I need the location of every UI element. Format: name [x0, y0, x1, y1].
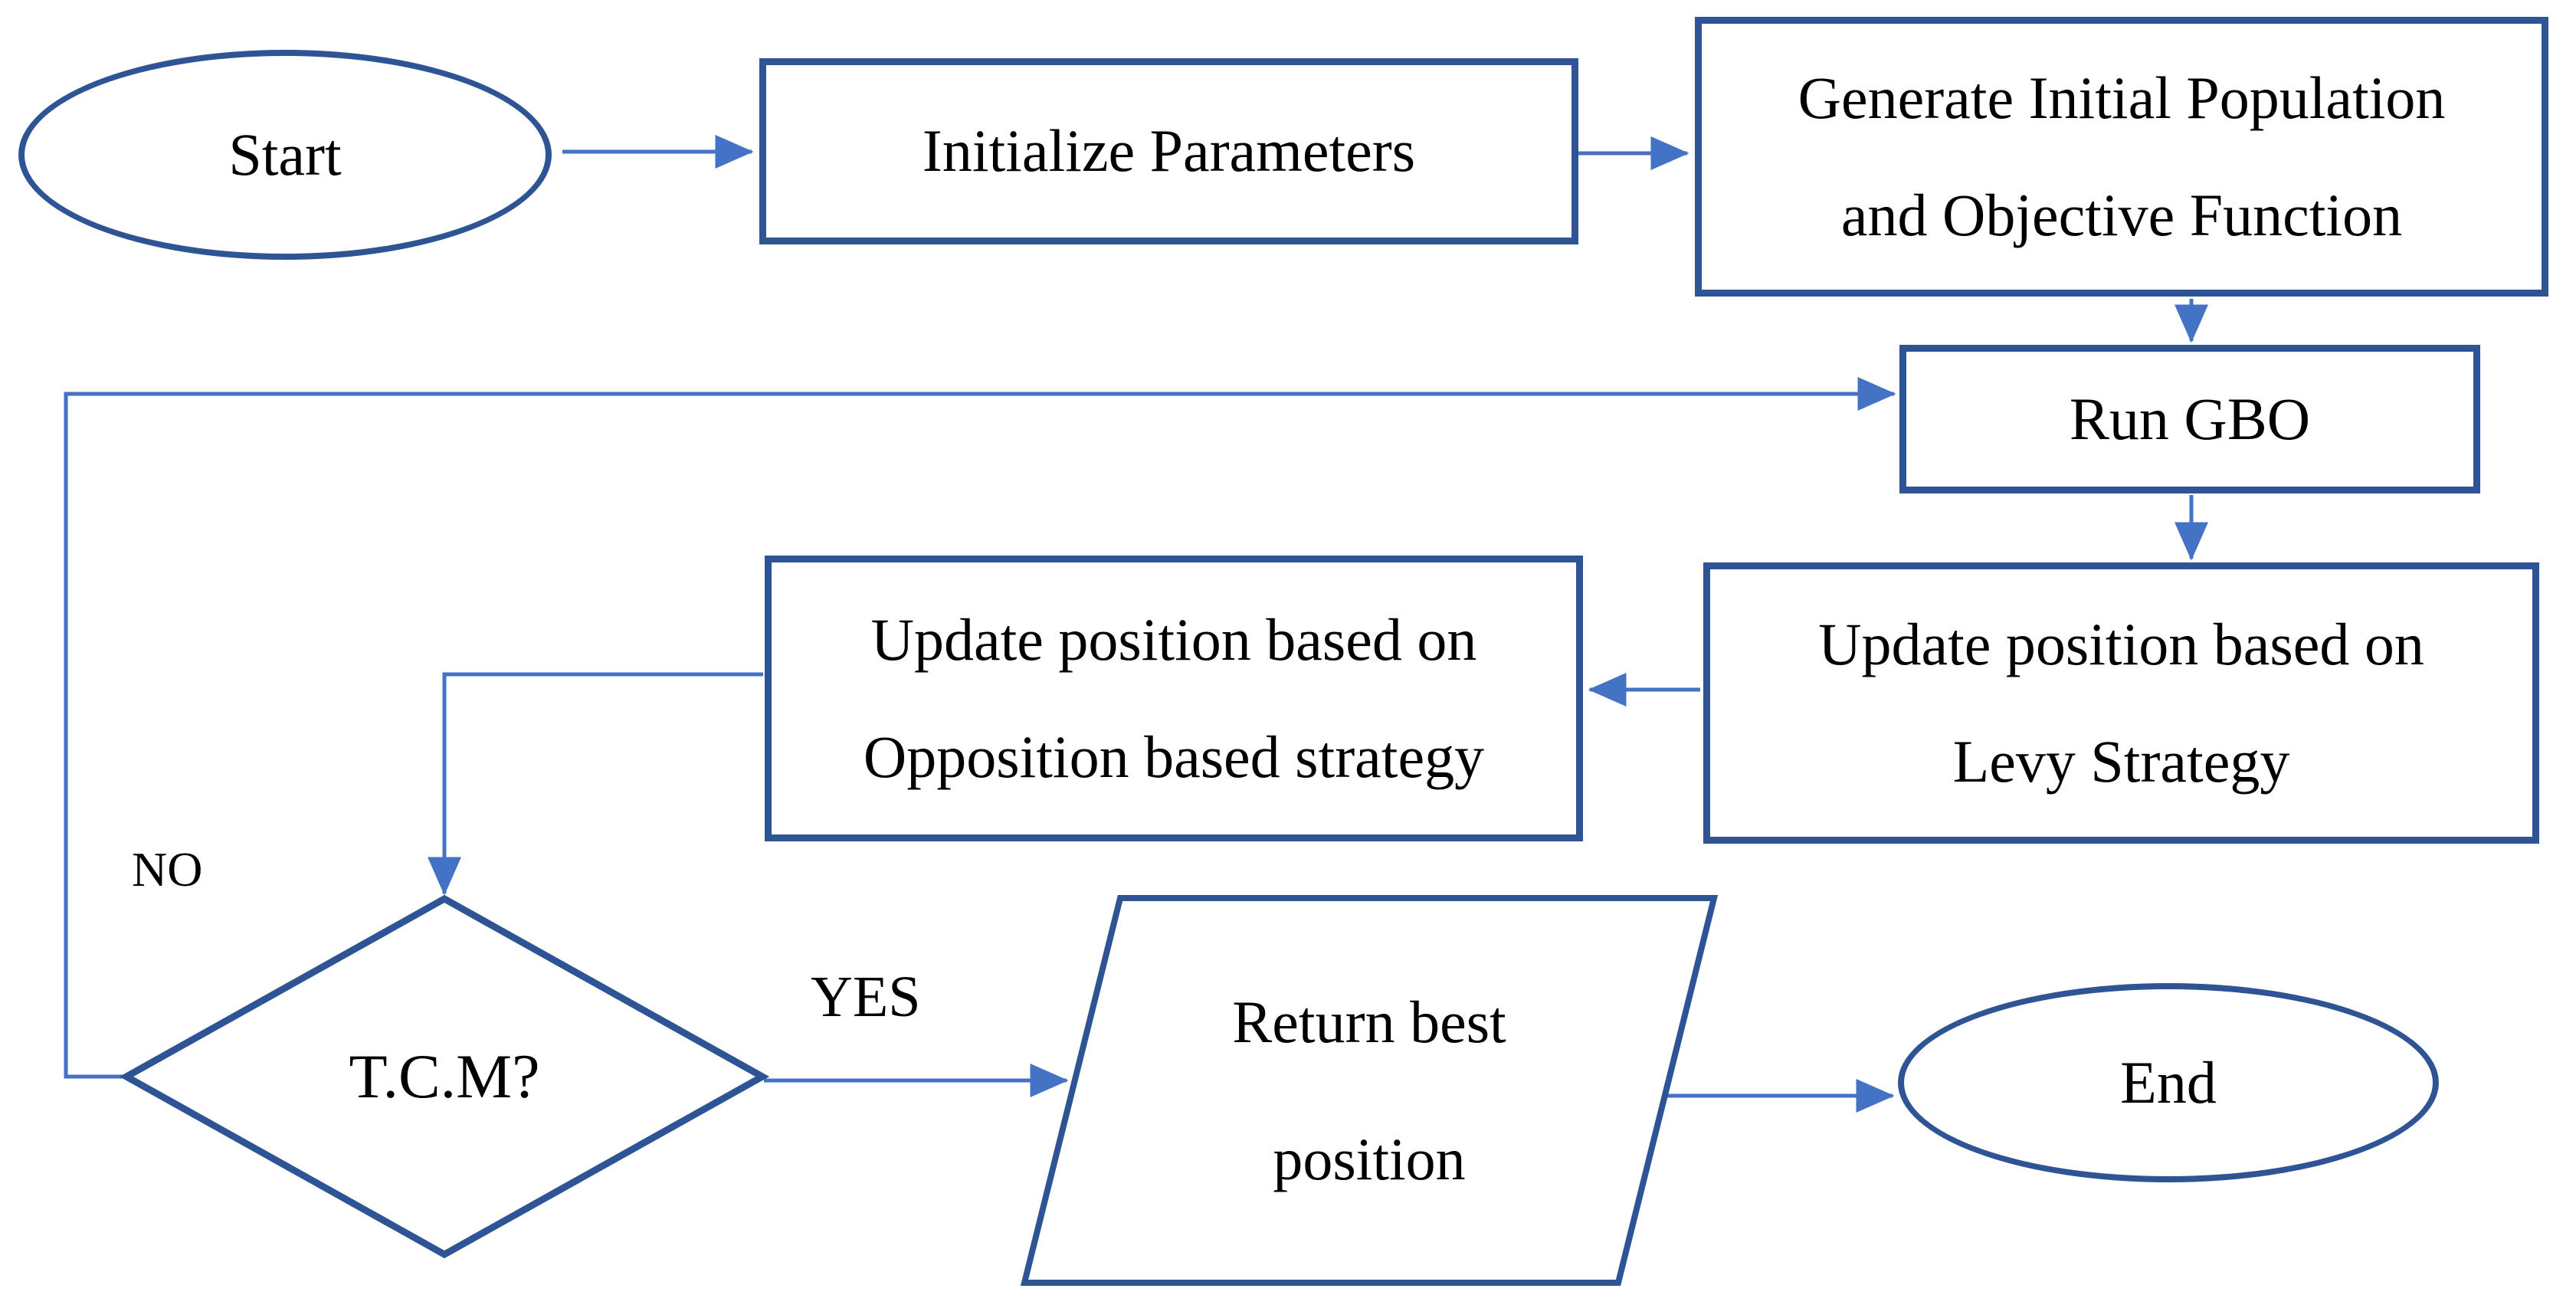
end-node: End [1898, 983, 2439, 1182]
no-edge-label: NO [132, 842, 203, 897]
opposition-strategy-line1: Update position based on [870, 606, 1477, 674]
generate-population-line1: Generate Initial Population [1798, 64, 2446, 132]
generate-population-line2: and Objective Function [1840, 181, 2403, 248]
generate-population-node: Generate Initial Population and Objectiv… [1695, 17, 2548, 297]
initialize-parameters-node: Initialize Parameters [759, 58, 1578, 244]
opposition-strategy-line2: Opposition based strategy [863, 723, 1485, 790]
run-gbo-node: Run GBO [1899, 345, 2480, 493]
tcm-diamond-shape [119, 894, 770, 1259]
start-node: Start [18, 50, 552, 260]
end-label: End [2120, 1048, 2217, 1116]
run-gbo-label: Run GBO [2069, 385, 2311, 452]
return-best-parallelogram-shape [1020, 895, 1719, 1286]
edge-opposition-to-tcm [428, 672, 763, 896]
opposition-strategy-node: Update position based on Opposition base… [765, 556, 1583, 841]
initialize-parameters-label: Initialize Parameters [922, 117, 1416, 185]
yes-edge-label: YES [811, 965, 921, 1029]
levy-strategy-line1: Update position based on [1818, 611, 2424, 678]
levy-strategy-node: Update position based on Levy Strategy [1703, 562, 2539, 844]
levy-strategy-line2: Levy Strategy [1952, 727, 2290, 795]
edge-tcm-no-feedback-to-rungbo [64, 377, 1896, 1079]
start-label: Start [228, 120, 342, 188]
